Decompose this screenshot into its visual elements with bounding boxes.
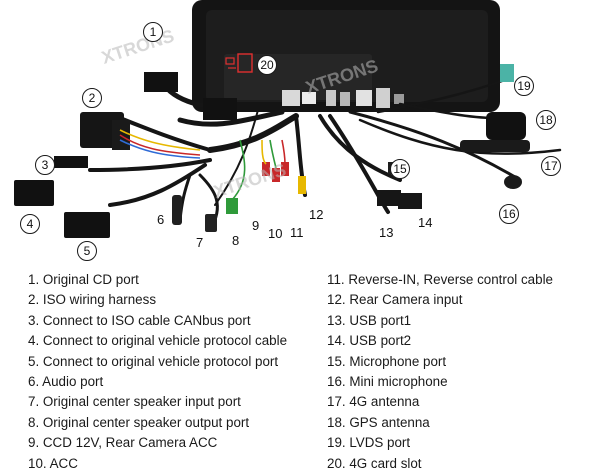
legend-item: 15. Microphone port — [327, 353, 447, 369]
connectors — [14, 64, 530, 238]
legend-item: 20. 4G card slot — [327, 455, 422, 471]
legend-item: 16. Mini microphone — [327, 373, 448, 389]
callout-1: 1 — [143, 22, 163, 42]
callout-13: 13 — [379, 225, 394, 240]
callout-3: 3 — [35, 155, 55, 175]
callout-14: 14 — [418, 215, 433, 230]
legend-item: 1. Original CD port — [28, 272, 139, 287]
legend-item: 19. LVDS port — [327, 435, 411, 451]
legend-item: 11. Reverse-IN, Reverse control cable — [327, 272, 553, 287]
callout-19: 19 — [514, 76, 534, 96]
callout-18: 18 — [536, 110, 556, 130]
callout-16: 16 — [499, 204, 519, 224]
callout-4: 4 — [20, 214, 40, 234]
thin-wires — [119, 129, 286, 201]
legend-item: 9. CCD 12V, Rear Camera ACC — [28, 435, 218, 451]
callout-10: 10 — [268, 226, 283, 241]
legend-right-column: 11. Reverse-IN, Reverse control cable 12… — [327, 270, 553, 473]
watermark-text: XTRONS — [211, 160, 289, 202]
callout-2: 2 — [82, 88, 102, 108]
callout-12: 12 — [309, 207, 324, 222]
legend-item: 8. Original center speaker output port — [28, 414, 250, 430]
sim-slot-icon — [225, 53, 253, 73]
legend-item: 3. Connect to ISO cable CANbus port — [28, 312, 251, 328]
legend: 1. Original CD port 2. ISO wiring harnes… — [0, 270, 589, 473]
legend-item: 18. GPS antenna — [327, 414, 430, 430]
watermark-text: XTRONS — [99, 26, 177, 68]
legend-item: 17. 4G antenna — [327, 394, 420, 410]
product-photo: XTRONS XTRONS XTRONS — [14, 0, 562, 238]
callout-11: 11 — [290, 225, 304, 240]
legend-item: 12. Rear Camera input — [327, 292, 463, 308]
callout-6: 6 — [157, 212, 165, 227]
legend-left-column: 1. Original CD port 2. ISO wiring harnes… — [28, 270, 287, 473]
legend-item: 10. ACC — [28, 455, 78, 471]
legend-item: 13. USB port1 — [327, 312, 412, 328]
legend-item: 5. Connect to original vehicle protocol … — [28, 353, 279, 369]
legend-item: 7. Original center speaker input port — [28, 394, 241, 410]
callout-17: 17 — [541, 156, 561, 176]
legend-item: 14. USB port2 — [327, 333, 412, 349]
head-unit — [192, 0, 500, 112]
callout-7: 7 — [196, 235, 204, 250]
legend-item: 6. Audio port — [28, 373, 104, 389]
callout-8: 8 — [232, 233, 240, 248]
callout-5: 5 — [77, 241, 97, 261]
legend-item: 4. Connect to original vehicle protocol … — [28, 333, 288, 349]
callout-15: 15 — [390, 159, 410, 179]
legend-item: 2. ISO wiring harness — [28, 292, 157, 308]
callout-9: 9 — [252, 218, 260, 233]
callout-20: 20 — [257, 55, 277, 75]
